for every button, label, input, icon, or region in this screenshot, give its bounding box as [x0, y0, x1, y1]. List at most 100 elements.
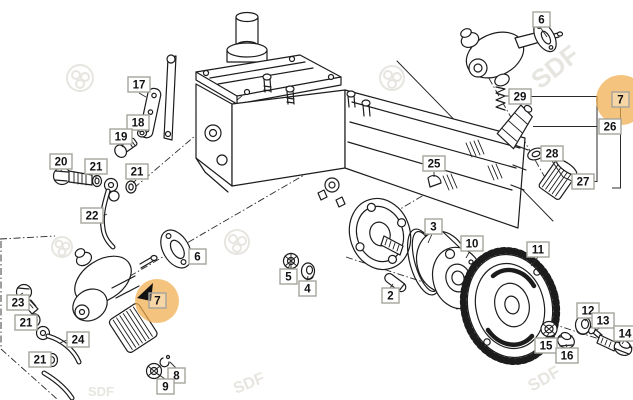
part-highlight-7-1: [596, 75, 633, 125]
callout-box[interactable]: [14, 314, 38, 331]
callout-label: 16: [561, 351, 574, 363]
watermark-text: SDF: [231, 370, 267, 398]
callout-box[interactable]: [125, 163, 149, 180]
callout-box[interactable]: [49, 153, 73, 170]
callout-16[interactable]: 16: [555, 347, 579, 364]
callout-2[interactable]: 2: [381, 287, 400, 304]
callout-box[interactable]: [613, 325, 633, 342]
group-brackets: [531, 96, 621, 189]
gasket-lower: [160, 229, 192, 269]
callout-17[interactable]: 17: [127, 76, 151, 93]
watermark-text: SDF: [88, 384, 114, 399]
callout-6[interactable]: 6: [532, 11, 551, 28]
callout-box[interactable]: [109, 128, 133, 145]
callout-box[interactable]: [66, 331, 90, 348]
timing-gear: [459, 247, 561, 365]
callout-box[interactable]: [611, 91, 630, 108]
end-hardware-parts: [540, 315, 633, 356]
callout-label: 14: [619, 329, 632, 341]
callout-label: 13: [597, 316, 610, 328]
callout-21[interactable]: 21: [28, 351, 52, 368]
washer-parts-4-5: [282, 252, 316, 281]
callout-label: 6: [538, 15, 544, 27]
callout-19[interactable]: 19: [109, 128, 133, 145]
callout-box[interactable]: [555, 347, 579, 364]
callout-label: 17: [133, 80, 146, 92]
callout-label: 9: [162, 382, 168, 394]
callout-18[interactable]: 18: [126, 114, 150, 131]
callout-21[interactable]: 21: [84, 158, 108, 175]
callout-21[interactable]: 21: [125, 163, 149, 180]
callout-25[interactable]: 25: [422, 155, 446, 172]
callout-24[interactable]: 24: [66, 331, 90, 348]
callout-label: 11: [532, 245, 545, 257]
callout-label: 28: [546, 149, 559, 161]
callout-box[interactable]: [540, 145, 564, 162]
callout-29[interactable]: 29: [508, 88, 532, 105]
callout-10[interactable]: 10: [460, 235, 484, 252]
fuel-feed-pump: [72, 248, 158, 353]
callout-box[interactable]: [571, 173, 595, 190]
callout-box[interactable]: [80, 207, 104, 224]
callout-box[interactable]: [6, 294, 30, 311]
filter-stack-parts: [495, 86, 578, 200]
callout-label: 19: [115, 132, 128, 144]
callout-20[interactable]: 20: [49, 153, 73, 170]
callout-box[interactable]: [534, 337, 558, 354]
callout-box[interactable]: [526, 241, 550, 258]
callout-label: 25: [428, 159, 441, 171]
callout-label: 21: [90, 162, 103, 174]
callout-23[interactable]: 23: [6, 294, 30, 311]
callout-11[interactable]: 11: [526, 241, 550, 258]
banjo-bolt-assembly: [52, 166, 137, 250]
callout-box[interactable]: [127, 76, 151, 93]
callout-label: 5: [285, 272, 292, 284]
callout-14[interactable]: 14: [613, 325, 633, 342]
callout-box[interactable]: [298, 280, 317, 297]
callout-box[interactable]: [188, 248, 207, 265]
clip-and-nut-parts: [145, 354, 171, 380]
callout-label: 26: [604, 122, 617, 134]
callout-box[interactable]: [591, 312, 615, 329]
callout-28[interactable]: 28: [540, 145, 564, 162]
callout-label: 10: [466, 239, 479, 251]
callout-box[interactable]: [422, 155, 446, 172]
callout-label: 23: [12, 298, 25, 310]
callout-label: 21: [34, 355, 47, 367]
callout-box[interactable]: [508, 88, 532, 105]
callout-box[interactable]: [381, 287, 400, 304]
callout-6[interactable]: 6: [188, 248, 207, 265]
callout-box[interactable]: [126, 114, 150, 131]
callout-box[interactable]: [532, 11, 551, 28]
callout-4[interactable]: 4: [298, 280, 317, 297]
callout-label: 8: [173, 371, 180, 383]
callout-box[interactable]: [424, 218, 443, 235]
callout-box[interactable]: [460, 235, 484, 252]
callout-label: 7: [617, 95, 623, 107]
callout-label: 4: [304, 284, 311, 296]
callout-27[interactable]: 27: [571, 173, 595, 190]
callout-label: 15: [540, 341, 553, 353]
callout-22[interactable]: 22: [80, 207, 104, 224]
callout-label: 29: [514, 92, 527, 104]
callout-label: 6: [194, 252, 200, 264]
callout-5[interactable]: 5: [279, 268, 298, 285]
callout-box[interactable]: [148, 292, 167, 309]
callout-box[interactable]: [28, 351, 52, 368]
callout-7-highlighted[interactable]: 7: [148, 292, 167, 309]
callout-9[interactable]: 9: [156, 378, 175, 395]
callout-3[interactable]: 3: [424, 218, 443, 235]
callout-label: 22: [86, 211, 99, 223]
callout-box[interactable]: [84, 158, 108, 175]
watermark-text: SDF: [525, 362, 564, 395]
callout-26[interactable]: 26: [598, 118, 622, 135]
callout-15[interactable]: 15: [534, 337, 558, 354]
callout-box[interactable]: [156, 378, 175, 395]
callout-box[interactable]: [279, 268, 298, 285]
callout-21[interactable]: 21: [14, 314, 38, 331]
callout-7-highlighted[interactable]: 7: [611, 91, 630, 108]
callout-box[interactable]: [598, 118, 622, 135]
callout-label: 21: [20, 318, 33, 330]
callout-13[interactable]: 13: [591, 312, 615, 329]
